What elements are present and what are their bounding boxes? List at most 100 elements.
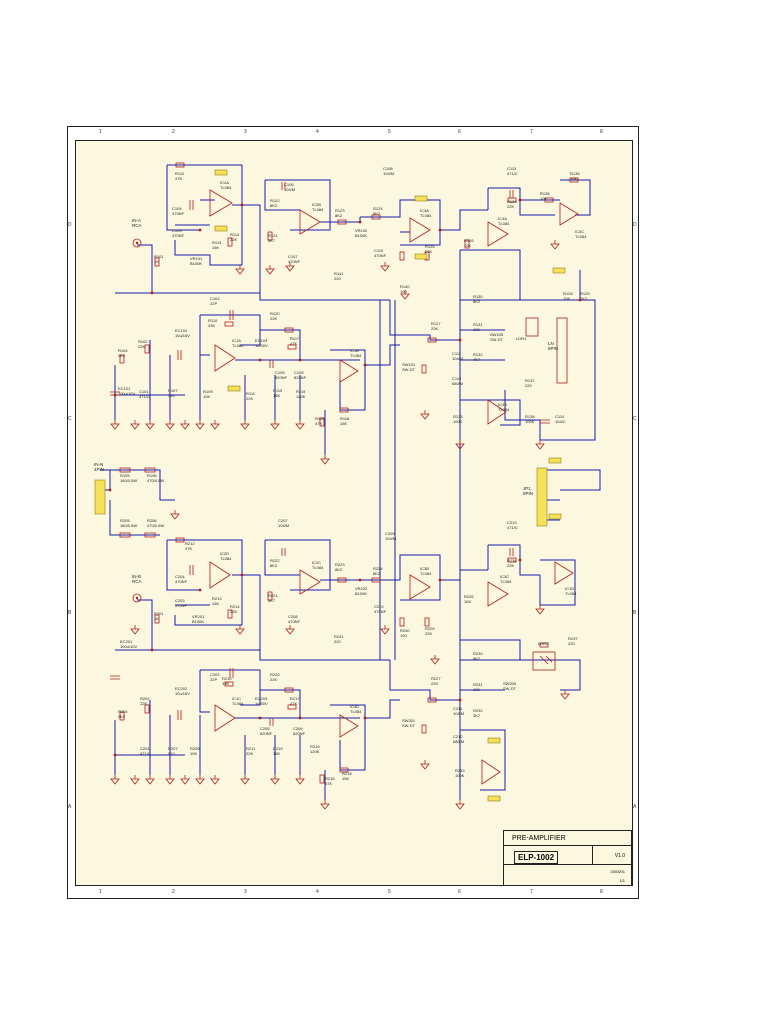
label-parts-r135-0: R135 [540, 191, 550, 196]
label-parts-c204-1: 470NF [175, 579, 188, 584]
row-marker-a-right: D [633, 222, 637, 228]
opamp-ref-10: IC3B [420, 566, 429, 571]
label-parts-r130-1: 8K2 [473, 299, 481, 304]
col-marker-4-bottom: 4 [316, 889, 319, 895]
label-parts-ec202-0: EC202 [175, 686, 188, 691]
label-parts-r126-1: 10K [464, 243, 471, 248]
label-parts-r129-1: 2K2 [580, 296, 588, 301]
label-parts-c210-0: C210 [374, 604, 384, 609]
label-parts-sw201-1: SW-DT [402, 723, 416, 728]
label-parts-r214-0: R214 [230, 604, 240, 609]
col-marker-5-bottom: 5 [388, 889, 391, 895]
label-parts-ec201-1: 100u/10V [120, 644, 137, 649]
label-parts-r226-0: R226 [464, 594, 474, 599]
opamp-ref-14: IC4D [350, 704, 359, 709]
label-parts-vr102-0: VR102 [355, 228, 368, 233]
label-parts-r127-0: R127 [431, 321, 441, 326]
label-parts-r217-1: 47K [290, 701, 297, 706]
label-parts-r237-1: 220 [568, 641, 575, 646]
label-parts-r213-0: R213 [212, 596, 222, 601]
label-parts-r112-0: R112 [175, 171, 185, 176]
version: V1.0 [614, 853, 625, 859]
label-parts-r205-0: R205 [120, 518, 130, 523]
label-parts-c213-0: C213 [507, 520, 517, 525]
label-parts-r210-1: 33K [222, 681, 229, 686]
label-parts-r226-1: 10K [464, 599, 471, 604]
label-parts-r136-1: 10K [570, 176, 577, 181]
label-parts-r211-1: 22K [246, 751, 253, 756]
label-parts-r124-0: R124 [373, 206, 383, 211]
label-parts-r125-1: 22K [425, 249, 432, 254]
label-parts-r231-1: 100 [473, 687, 480, 692]
label-parts-r126-0: R126 [464, 238, 474, 243]
col-marker-1-bottom: 1 [99, 889, 102, 895]
label-parts-r209-0: R209 [190, 746, 200, 751]
opamp-ref-11: IC3C [500, 574, 509, 579]
label-parts-c212-1: 680/M [453, 739, 464, 744]
col-marker-7: 7 [530, 129, 533, 135]
label-parts-r102-1: 22K [138, 344, 145, 349]
label-parts-r233-1: 100K [455, 773, 465, 778]
label-parts-c108-0: C108 [383, 166, 393, 171]
label-parts-r116-0: R116 [315, 416, 325, 421]
opamp-ref-2: IC3A [420, 208, 429, 213]
label-parts-r104-0: R104 [118, 348, 128, 353]
label-parts-r135-1: 10K [540, 196, 547, 201]
label-parts-r137-1: 220 [525, 383, 532, 388]
label-parts-c211-0: C211 [453, 706, 463, 711]
label-parts-c112-0: C112 [452, 376, 462, 381]
label-parts-r141-0: R141 [334, 271, 344, 276]
label-connectors-ln-0: LN [548, 341, 554, 346]
label-parts-c205-1: 820NF [260, 731, 273, 736]
opamp-ref-6: IC4B [498, 402, 507, 407]
label-parts-sw105-1: SW-DT [490, 337, 504, 342]
label-parts-r134-1: 22K [507, 204, 514, 209]
label-parts-c213-1: 471/C [507, 525, 518, 530]
label-parts-r137-0: R137 [525, 378, 535, 383]
label-parts-r115-0: R115 [273, 388, 283, 393]
label-parts-r120-0: R120 [270, 311, 280, 316]
label-parts-r240-0: R240 [400, 628, 410, 633]
label-parts-ec103-0: EC103 [255, 338, 268, 343]
label-parts-r118-1: 15K [340, 421, 347, 426]
label-parts-sw205-1: SW-DT [503, 686, 517, 691]
label-parts-r122-0: R122 [270, 198, 280, 203]
label-parts-c209-0: C209 [385, 531, 395, 536]
opamp-symbols [209, 189, 579, 785]
label-parts-r219-0: R219 [310, 744, 320, 749]
label-parts-r210-0: R210 [222, 676, 232, 681]
label-parts-r201-1: 1K [154, 616, 159, 621]
label-parts-vr102-1: B100K [355, 233, 367, 238]
wiring [100, 164, 601, 800]
label-parts-r102-0: R102 [138, 339, 148, 344]
opamp-part-6: TL084 [498, 407, 510, 412]
label-parts-r112-1: 47K [175, 176, 182, 181]
opamp-part-3: TL084 [232, 343, 244, 348]
col-marker-3: 3 [244, 129, 247, 135]
label-parts-c212-0: C212 [453, 734, 463, 739]
label-parts-r201-0: R201 [154, 611, 164, 616]
label-parts-r206-1: 470/0.5W [147, 523, 164, 528]
label-parts-r128-1: 10K [563, 296, 570, 301]
label-parts-c105-1: 820NF [275, 375, 288, 380]
title-block: PRE-AMPLIFIER ELP-1002 V1.0 2003/01 1/1 [503, 830, 632, 886]
label-parts-r221-0: R221 [268, 593, 278, 598]
label-parts-r211-0: R211 [246, 746, 256, 751]
component-labels: IN-ARCAIN-BRCAIN-N4PINJP16PINLN6PINR1124… [94, 166, 590, 786]
label-parts-c110-1: 470NF [374, 253, 387, 258]
opamp-part-5: TL084 [498, 221, 510, 226]
connectors-and-devices [94, 169, 568, 802]
label-parts-r217-0: R217 [290, 696, 300, 701]
label-parts-r223-0: R223 [335, 562, 345, 567]
label-parts-r114-0: R114 [230, 232, 240, 237]
label-parts-c205-0: C205 [260, 726, 270, 731]
opamp-part-11: TL084 [500, 579, 512, 584]
label-parts-r216-1: 47K [325, 781, 332, 786]
label-parts-r141-1: 220 [334, 276, 341, 281]
label-parts-sw105-0: SW105 [490, 332, 504, 337]
label-parts-r109-1: 10K [203, 394, 210, 399]
label-parts-r207-1: 510 [168, 751, 175, 756]
label-parts-c201-0: C201 [140, 746, 150, 751]
label-connectors-in_a-0: IN-A [132, 218, 141, 223]
opamp-part-2: TL084 [420, 213, 432, 218]
